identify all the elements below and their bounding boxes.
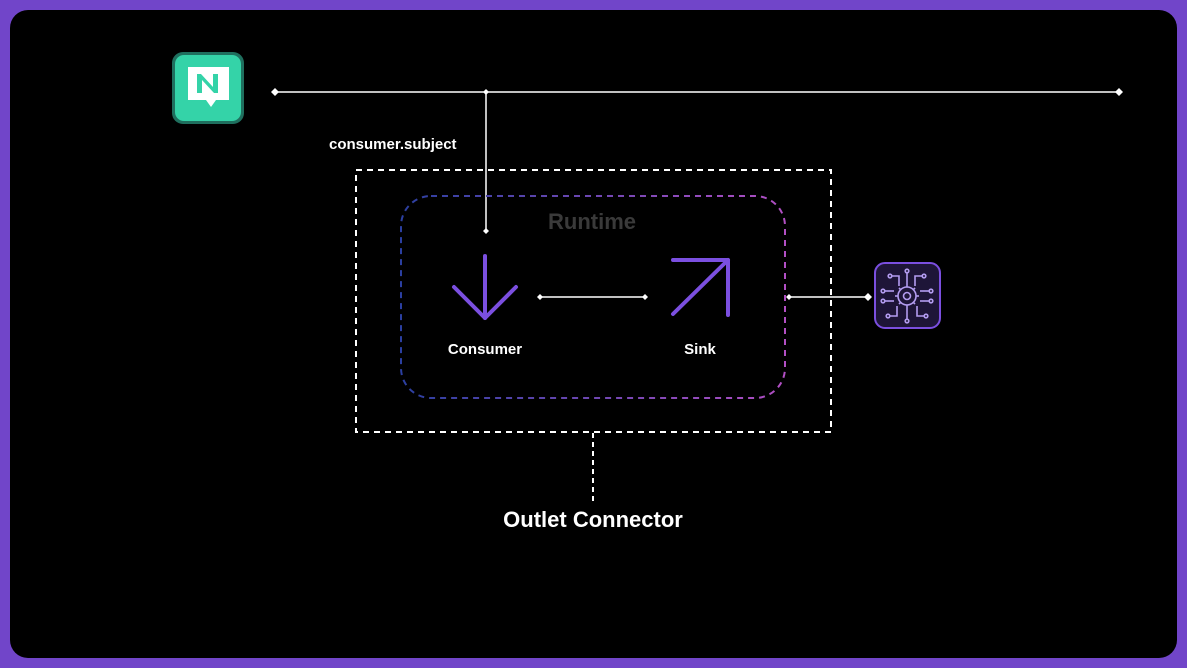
subject-bus-line bbox=[271, 88, 1123, 96]
arrow-down-icon bbox=[452, 254, 518, 320]
diagram-canvas: consumer.subject Runtime Consumer Sink bbox=[10, 10, 1177, 658]
consumer-label: Consumer bbox=[448, 341, 522, 358]
outlet-connector-box bbox=[355, 169, 832, 433]
architecture-diagram: consumer.subject Runtime Consumer Sink bbox=[172, 52, 1123, 532]
consumer-to-sink-line bbox=[537, 294, 648, 300]
runtime-box bbox=[400, 195, 786, 399]
sink-to-destination-line bbox=[786, 293, 872, 301]
circuit-gear-icon[interactable] bbox=[874, 262, 941, 329]
subject-label: consumer.subject bbox=[329, 136, 457, 153]
arrow-up-right-icon bbox=[671, 258, 730, 317]
subject-to-consumer-line bbox=[483, 92, 489, 234]
sink-label: Sink bbox=[684, 341, 716, 358]
nats-logo-icon[interactable] bbox=[172, 52, 244, 124]
outlet-connector-label: Outlet Connector bbox=[503, 507, 683, 532]
runtime-label: Runtime bbox=[548, 209, 636, 234]
